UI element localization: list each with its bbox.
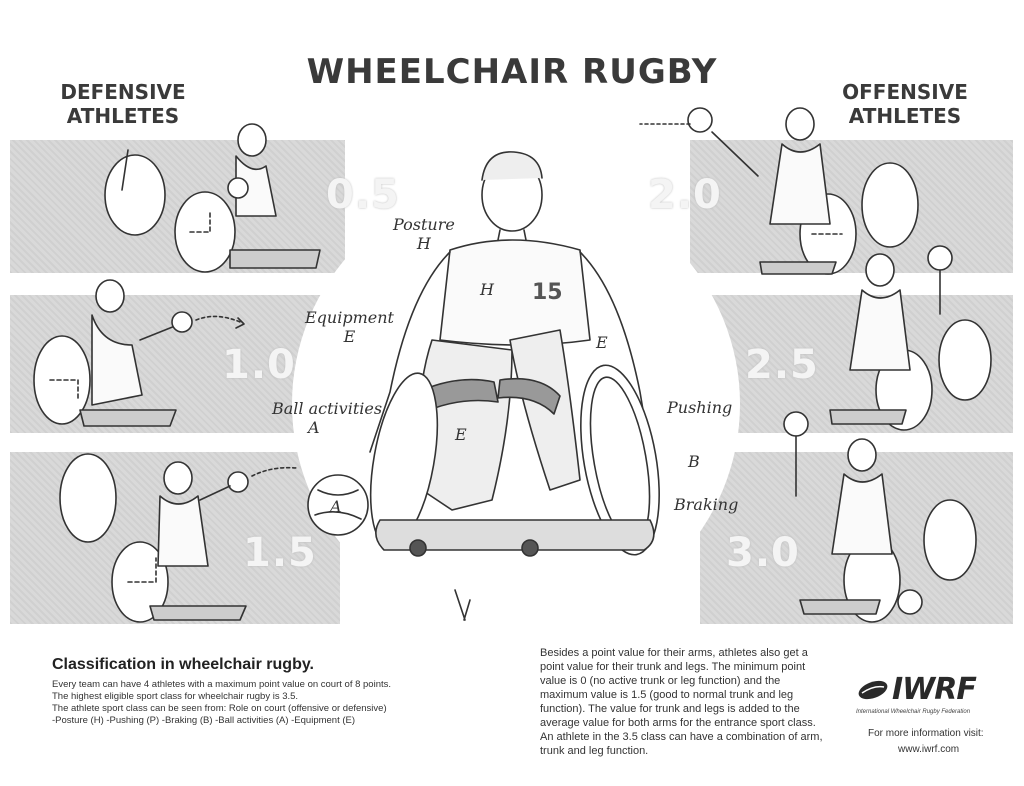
classification-summary: Every team can have 4 athletes with a ma…: [52, 679, 472, 727]
page-title: WHEELCHAIR RUGBY: [306, 52, 718, 92]
offensive-heading-line-2: ATHLETES: [848, 104, 962, 128]
defensive-heading-line-1: DEFENSIVE: [60, 80, 186, 104]
class-value-2-5: 2.5: [745, 342, 819, 388]
summary-line-3: The athlete sport class can be seen from…: [52, 703, 387, 714]
defensive-athlete-0-5-illustration: [104, 123, 321, 273]
defensive-athlete-1-0-illustration: [33, 279, 245, 427]
summary-line-4: -Posture (H) -Pushing (P) -Braking (B) -…: [52, 715, 356, 726]
label-knee-code: E: [455, 425, 467, 444]
offensive-athletes-heading: OFFENSIVE ATHLETES: [820, 80, 990, 128]
more-info-text: For more information visit:: [868, 728, 984, 739]
ball-activities-text: Ball activities: [272, 399, 383, 418]
label-equipment: Equipment E: [305, 308, 394, 346]
logo-subtitle: International Wheelchair Rugby Federatio…: [856, 709, 971, 715]
iwrf-logo: IWRF International Wheelchair Rugby Fede…: [856, 672, 996, 715]
class-value-3-0: 3.0: [726, 530, 800, 576]
class-value-2-0: 2.0: [648, 172, 722, 218]
class-value-1-0: 1.0: [222, 342, 296, 388]
posture-text: Posture: [393, 215, 455, 234]
label-posture: Posture H: [393, 215, 455, 253]
offensive-athlete-3-0-illustration: [783, 411, 977, 623]
website-link[interactable]: www.iwrf.com: [898, 744, 960, 755]
offensive-heading-line-1: OFFENSIVE: [842, 80, 968, 104]
defensive-athlete-1-5-illustration: [59, 453, 297, 623]
equipment-code: E: [343, 327, 356, 346]
label-equipment-right: E: [596, 333, 608, 352]
class-value-0-5: 0.5: [326, 172, 400, 218]
rugby-ball-icon: [858, 680, 888, 699]
summary-line-2: The highest eligible sport class for whe…: [52, 691, 299, 702]
label-braking: Braking: [674, 495, 739, 514]
offensive-athlete-2-5-illustration: [829, 245, 992, 431]
classification-heading: Classification in wheelchair rugby.: [52, 656, 314, 673]
center-athlete-illustration: [307, 151, 660, 621]
offensive-athlete-2-0-illustration: [639, 107, 919, 275]
label-ball-activities: Ball activities A: [272, 399, 382, 437]
band-left-1: [10, 140, 345, 273]
label-braking-code: B: [688, 452, 700, 471]
posture-code: H: [416, 234, 431, 253]
summary-line-1: Every team can have 4 athletes with a ma…: [52, 679, 392, 690]
label-torso-code: H: [480, 280, 494, 299]
label-pushing: Pushing: [667, 398, 733, 417]
logo-text: IWRF: [892, 672, 977, 707]
label-ball-code: A: [330, 497, 342, 516]
equipment-text: Equipment: [305, 308, 394, 327]
ball-activities-code: A: [308, 418, 320, 437]
class-value-1-5: 1.5: [243, 530, 317, 576]
defensive-heading-line-2: ATHLETES: [66, 104, 180, 128]
trunk-legs-explanation: Besides a point value for their arms, at…: [540, 647, 823, 757]
defensive-athletes-heading: DEFENSIVE ATHLETES: [38, 80, 208, 128]
label-jersey-number: 15: [532, 280, 563, 305]
